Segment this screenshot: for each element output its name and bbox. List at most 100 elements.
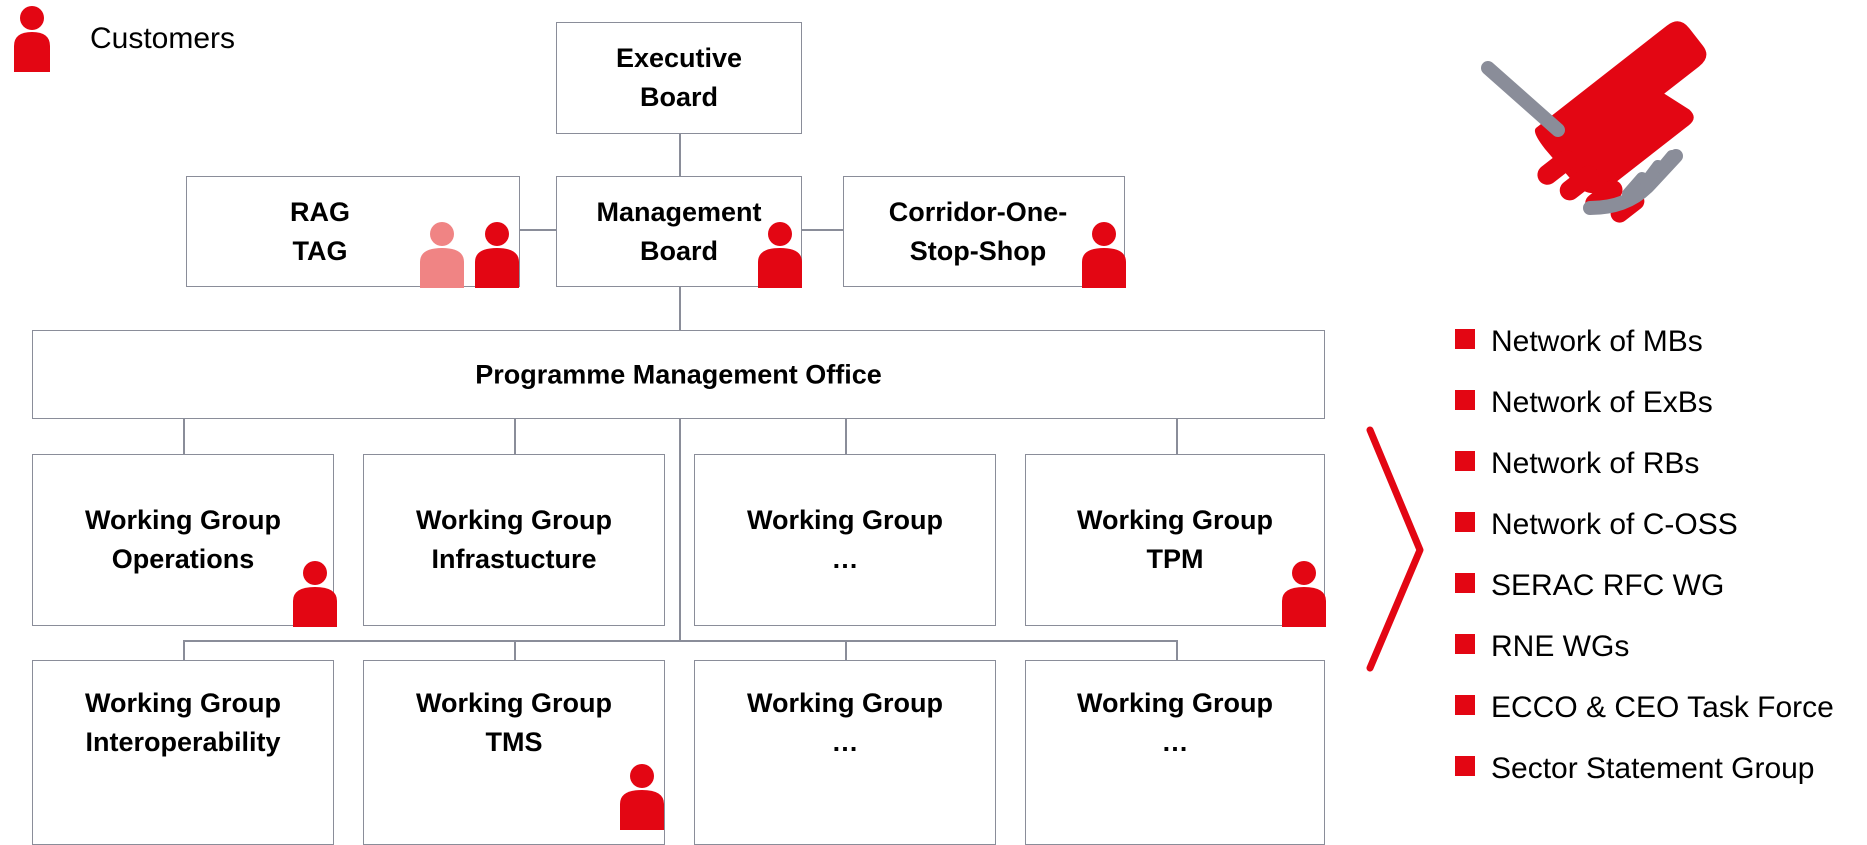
customer-person-icon (620, 764, 664, 830)
list-item-label: Sector Statement Group (1491, 752, 1815, 785)
label-line: Board (639, 235, 718, 266)
list-item-label: Network of MBs (1491, 325, 1703, 358)
connector (679, 418, 681, 640)
bullet-square-icon (1455, 695, 1475, 715)
list-item-label: ECCO & CEO Task Force (1491, 691, 1834, 724)
label-line: Programme Management Office (475, 359, 882, 389)
label-line: Infrastucture (431, 544, 597, 574)
label-line: TMS (485, 727, 543, 757)
handshake-icon (1481, 21, 1707, 223)
label-line: Executive (615, 43, 743, 73)
customer-person-icon (475, 222, 519, 288)
customer-person-icon (758, 222, 802, 288)
label-line: Working Group (747, 505, 943, 535)
box-label: Management Board (557, 193, 801, 271)
customer-person-icon (1082, 222, 1126, 288)
box-label: RAG TAG (177, 193, 463, 271)
chevron-right-icon (1366, 426, 1424, 672)
customer-person-icon (14, 6, 50, 72)
bullet-square-icon (1455, 390, 1475, 410)
box-label: Working Group … (695, 684, 995, 762)
box-label: Working Group TPM (1026, 501, 1324, 579)
label-line: Operations (111, 544, 255, 574)
bullet-square-icon (1455, 756, 1475, 776)
label-line: Working Group (416, 688, 612, 718)
label-line: Working Group (85, 688, 281, 718)
box-label: Executive Board (557, 39, 801, 117)
label-line: Working Group (747, 688, 943, 718)
list-item: Network of MBs (1455, 325, 1703, 359)
list-item: SERAC RFC WG (1455, 569, 1724, 603)
list-item-label: Network of ExBs (1491, 386, 1713, 419)
connector (1176, 418, 1178, 454)
list-item-label: RNE WGs (1491, 630, 1630, 663)
wg-row2-other-b-box: Working Group … (1025, 660, 1325, 845)
connector (183, 640, 1177, 642)
label-line: Interoperability (85, 727, 281, 757)
connector (514, 418, 516, 454)
programme-management-office-box: Programme Management Office (32, 330, 1325, 419)
list-item: RNE WGs (1455, 630, 1629, 664)
list-item: Network of ExBs (1455, 386, 1713, 420)
label-line: … (831, 544, 859, 574)
box-label: Working Group Operations (33, 501, 333, 579)
bullet-square-icon (1455, 573, 1475, 593)
customer-person-icon (420, 222, 464, 288)
bullet-square-icon (1455, 634, 1475, 654)
box-label: Corridor-One- Stop-Shop (832, 193, 1124, 271)
label-line: Management (596, 196, 762, 227)
list-item: ECCO & CEO Task Force (1455, 691, 1834, 725)
rag-tag-box: RAG TAG (186, 176, 520, 287)
list-item-label: Network of RBs (1491, 447, 1700, 480)
connector (845, 640, 847, 660)
connector (679, 287, 681, 330)
box-label: Working Group Infrastucture (364, 501, 664, 579)
label-line: TPM (1146, 544, 1204, 574)
label-line: Working Group (416, 505, 612, 535)
label-line: Working Group (1077, 505, 1273, 535)
connector (679, 134, 681, 176)
connector (845, 418, 847, 454)
list-item-label: SERAC RFC WG (1491, 569, 1725, 602)
wg-row2-other-a-box: Working Group … (694, 660, 996, 845)
connector (514, 640, 516, 660)
connector (1176, 640, 1178, 660)
wg-row1-other-box: Working Group … (694, 454, 996, 626)
label-line: Board (639, 82, 718, 112)
box-label: Working Group … (695, 501, 995, 579)
wg-infrastucture-box: Working Group Infrastucture (363, 454, 665, 626)
corridor-one-stop-shop-box: Corridor-One- Stop-Shop (843, 176, 1125, 287)
label-line: Stop-Shop (909, 235, 1047, 266)
box-label: Working Group TMS (364, 684, 664, 762)
label-line: Working Group (85, 505, 281, 535)
customer-person-icon (293, 561, 337, 627)
connector (183, 640, 185, 660)
box-label: Programme Management Office (33, 355, 1324, 394)
bullet-square-icon (1455, 512, 1475, 532)
customer-person-icon (1282, 561, 1326, 627)
wg-tms-box: Working Group TMS (363, 660, 665, 845)
box-label: Working Group Interoperability (33, 684, 333, 762)
connector (518, 229, 556, 231)
connector (183, 418, 185, 454)
label-line: TAG (292, 235, 348, 266)
box-label: Working Group … (1026, 684, 1324, 762)
connector (802, 229, 843, 231)
label-line: … (1161, 727, 1189, 757)
wg-tpm-box: Working Group TPM (1025, 454, 1325, 626)
wg-operations-box: Working Group Operations (32, 454, 334, 626)
list-item: Network of RBs (1455, 447, 1699, 481)
label-line: Working Group (1077, 688, 1273, 718)
wg-interoperability-box: Working Group Interoperability (32, 660, 334, 845)
label-line: Corridor-One- (888, 196, 1068, 227)
list-item: Network of C-OSS (1455, 508, 1738, 542)
list-item: Sector Statement Group (1455, 752, 1815, 786)
label-line: … (831, 727, 859, 757)
label-line: RAG (290, 196, 350, 227)
legend-label: Customers (90, 22, 236, 55)
executive-board-box: Executive Board (556, 22, 802, 134)
bullet-square-icon (1455, 451, 1475, 471)
list-item-label: Network of C-OSS (1491, 508, 1738, 541)
bullet-square-icon (1455, 329, 1475, 349)
